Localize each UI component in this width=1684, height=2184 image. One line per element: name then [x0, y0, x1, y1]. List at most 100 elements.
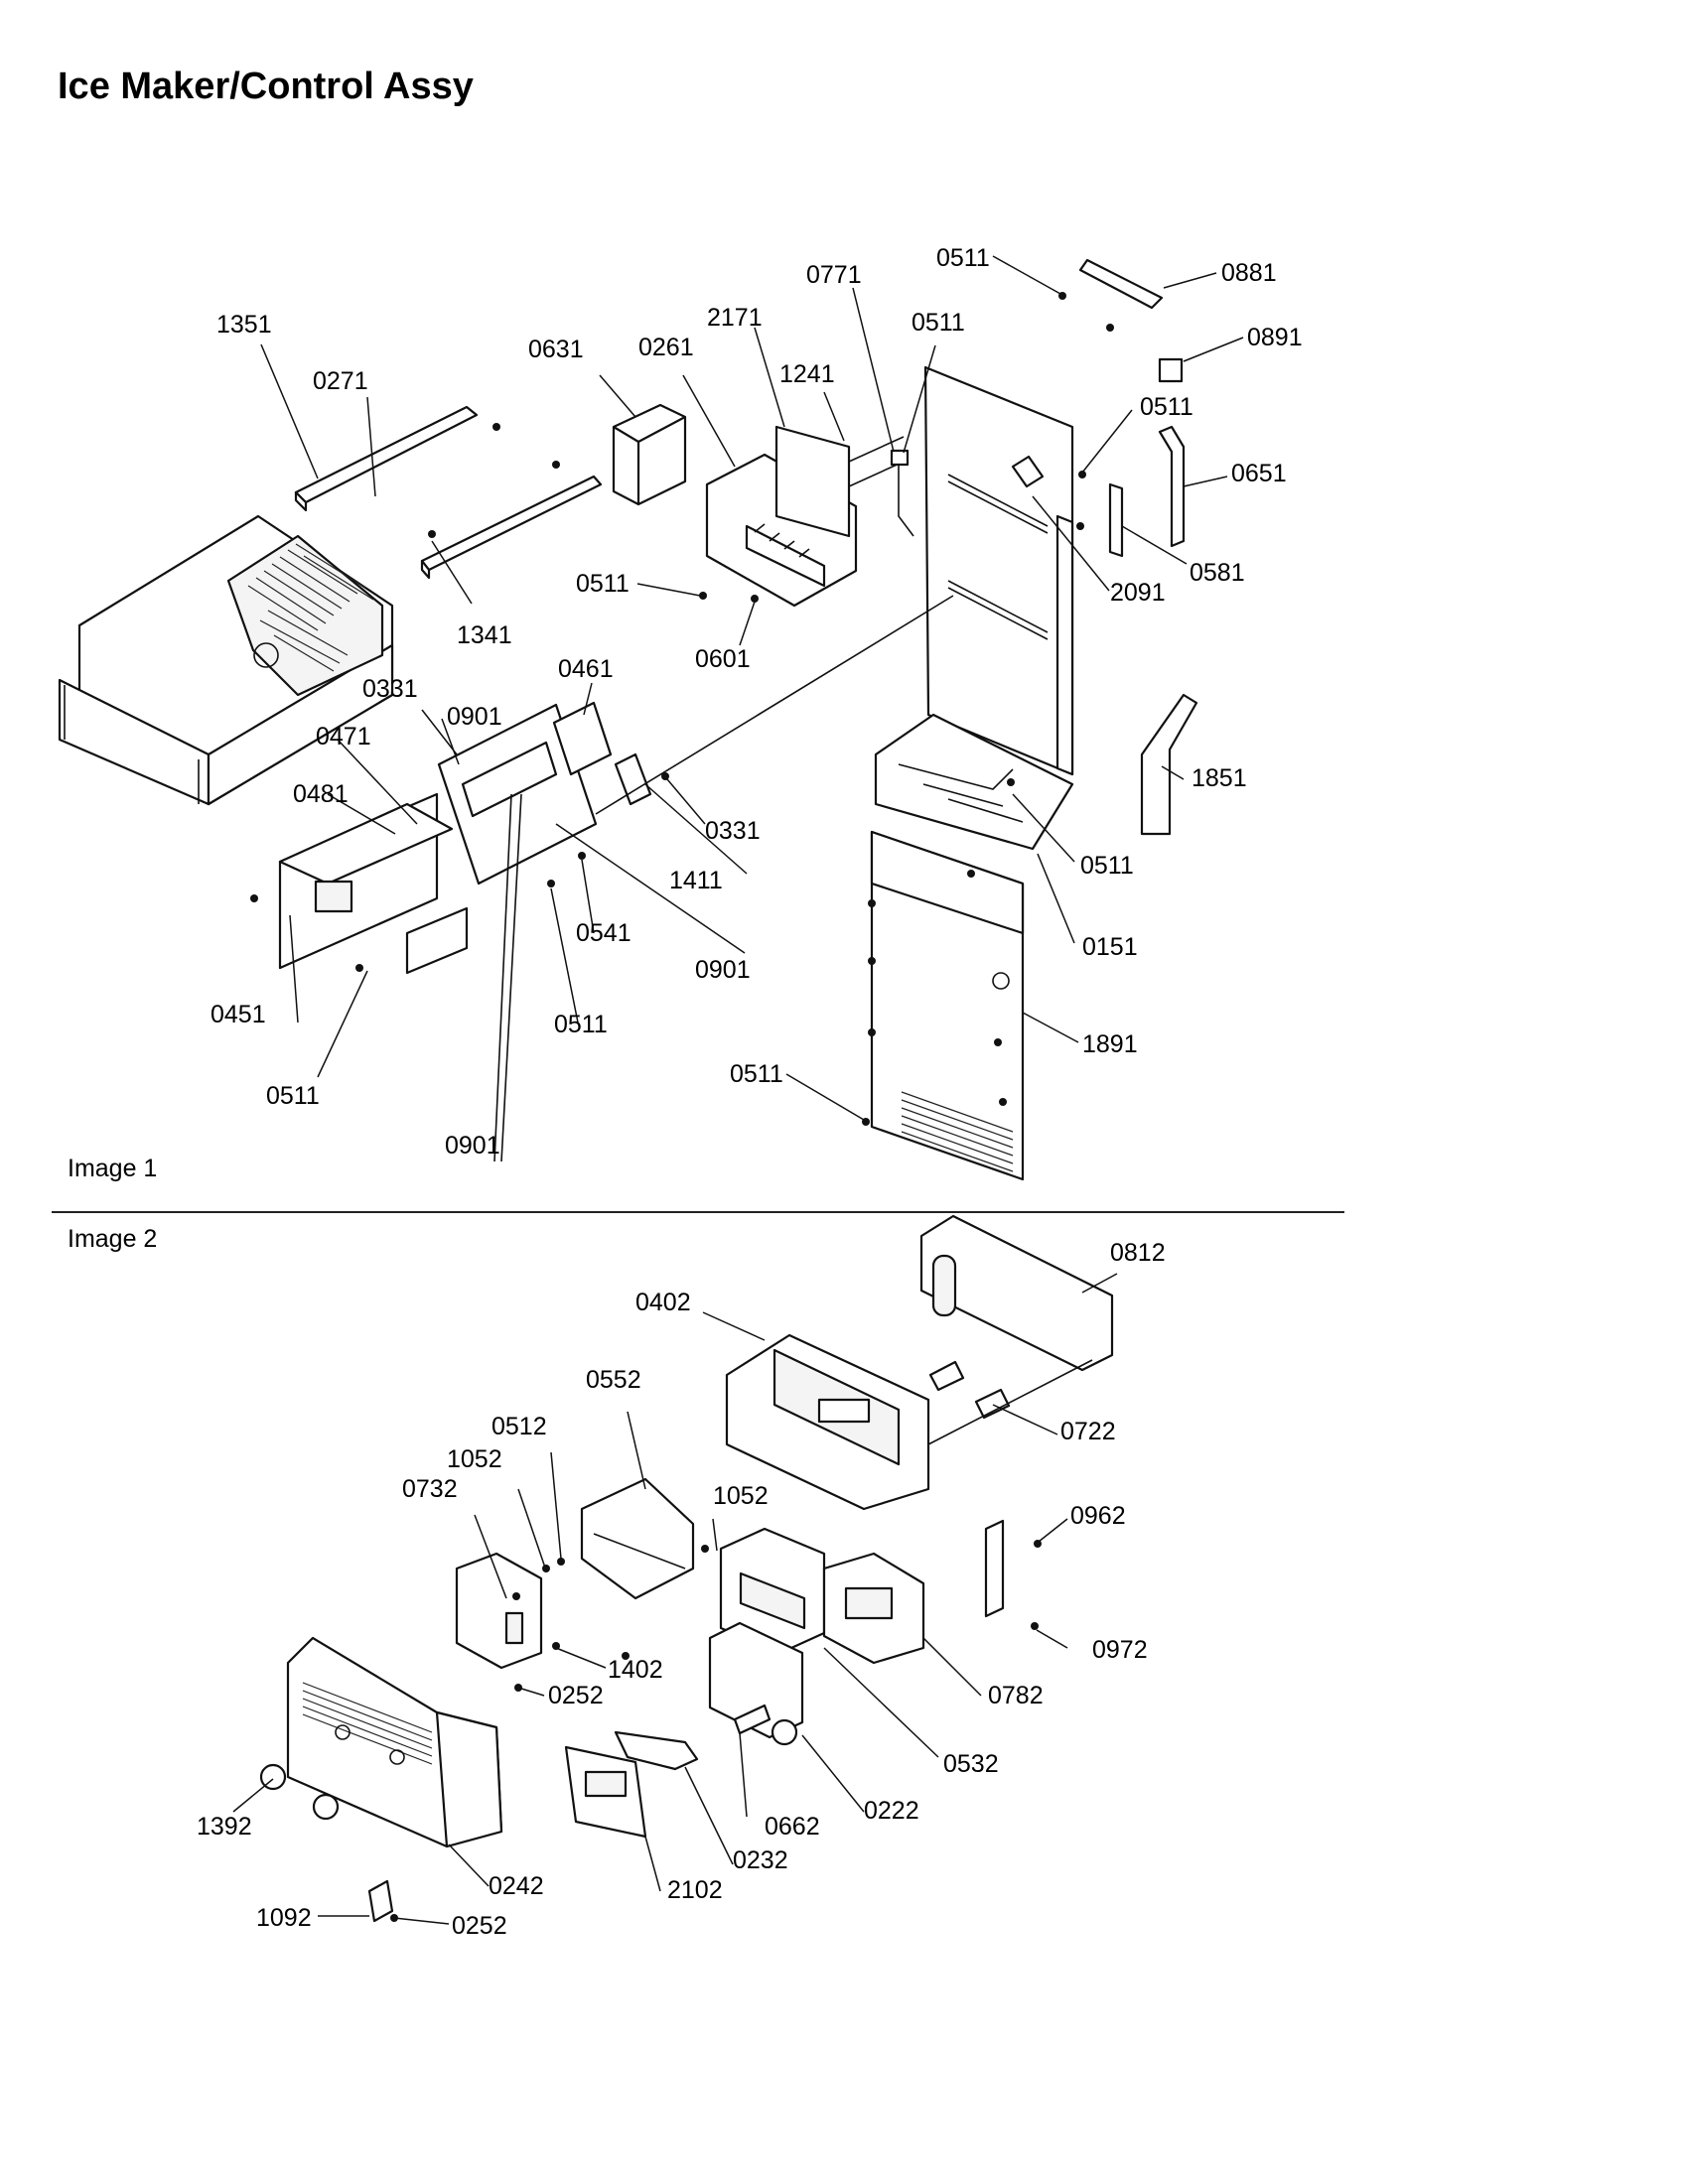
callout-label: 1052	[713, 1482, 769, 1510]
alignment-line	[595, 595, 954, 815]
part-0662	[733, 1704, 772, 1735]
callout-label: 0511	[1080, 852, 1134, 880]
callout-label: 0151	[1082, 933, 1138, 961]
bracket-0732	[455, 1552, 543, 1670]
image1-label: Image 1	[68, 1155, 158, 1182]
callouts-image1: 0511 0881 0771 2171 0511 0891 1351 0631 …	[210, 244, 1303, 1160]
image2-label: Image 2	[68, 1225, 158, 1253]
callout-label: 1851	[1192, 764, 1247, 792]
cover-0532	[719, 1527, 826, 1655]
callout-label: 1092	[256, 1904, 312, 1932]
page-title: Ice Maker/Control Assy	[58, 66, 474, 107]
frame-0782	[822, 1552, 925, 1665]
control-box-0451	[278, 792, 469, 975]
callout-label: 2171	[707, 304, 763, 332]
callout-label: 0271	[313, 367, 368, 395]
icemaker-assembly	[705, 425, 905, 608]
callout-label: 1241	[779, 360, 835, 388]
callout-label: 1052	[447, 1445, 502, 1473]
callout-label: 0331	[705, 817, 761, 845]
callout-label: 0511	[266, 1082, 320, 1110]
callout-label: 1891	[1082, 1030, 1138, 1058]
callout-label: 0552	[586, 1366, 641, 1394]
callout-label: 0782	[988, 1682, 1044, 1709]
callout-label: 0901	[695, 956, 751, 984]
spacers-0722	[927, 1359, 1093, 1445]
callout-label: 0662	[765, 1813, 820, 1841]
part-1411	[614, 752, 652, 806]
harness-0771	[890, 449, 914, 537]
part-0962	[984, 1519, 1005, 1618]
callout-label: 0722	[1060, 1418, 1116, 1445]
bracket-0812	[919, 1214, 1114, 1372]
image1-drawing	[58, 255, 1244, 1181]
callout-label: 0511	[554, 1011, 608, 1038]
bracket-0631	[612, 403, 687, 506]
callout-label: 0532	[943, 1750, 999, 1778]
leaders-image1	[260, 255, 1244, 1121]
panel-0151	[874, 713, 1074, 851]
ice-bucket	[58, 514, 394, 806]
rail-1351	[294, 405, 479, 512]
callout-label: 0511	[912, 309, 965, 337]
callout-label: 0891	[1247, 324, 1303, 351]
part-0651	[1158, 425, 1186, 548]
callout-label: 0481	[293, 780, 349, 808]
callout-label: 0901	[447, 703, 502, 731]
callout-label: 1392	[197, 1813, 252, 1841]
callout-label: 0972	[1092, 1636, 1148, 1664]
callout-label: 0252	[452, 1912, 507, 1940]
callout-label: 0962	[1070, 1502, 1126, 1530]
callout-label: 0512	[491, 1413, 547, 1440]
callout-label: 0511	[936, 244, 990, 272]
callout-label: 1411	[669, 867, 723, 894]
screws-image1	[250, 292, 1114, 1126]
callout-label: 2091	[1110, 579, 1166, 607]
switch-0461	[552, 701, 613, 776]
callout-label: 0402	[635, 1289, 691, 1316]
callout-label: 1341	[457, 621, 512, 649]
bracket-0552	[580, 1477, 695, 1600]
callout-label: 0732	[402, 1475, 458, 1503]
callout-label: 0511	[1140, 393, 1193, 421]
image2-drawing	[232, 1214, 1118, 1925]
section-divider	[52, 1211, 1344, 1213]
clip-1092	[367, 1879, 394, 1923]
callout-label: 0261	[638, 334, 694, 361]
callout-label: 0511	[730, 1060, 783, 1088]
callout-label: 0631	[528, 336, 584, 363]
callout-label: 0541	[576, 919, 632, 947]
control-bracket	[437, 703, 598, 1162]
callout-label: 0232	[733, 1846, 788, 1874]
panel-1891	[870, 830, 1025, 1181]
callout-label: 0812	[1110, 1239, 1166, 1267]
plate-2102	[564, 1745, 647, 1839]
part-0881	[1078, 258, 1164, 310]
callouts-image2: 0812 0402 0722 0552 0512 1052 0732 1052 …	[197, 1239, 1166, 1940]
switch-housing-0222	[708, 1621, 804, 1746]
callout-label: 0511	[576, 570, 630, 598]
part-0232	[614, 1730, 699, 1771]
front-panel-0242	[286, 1636, 503, 1848]
part-1851	[1140, 693, 1198, 836]
part-0891	[1158, 357, 1184, 383]
callout-label: 0242	[489, 1872, 544, 1900]
callout-label: 0222	[864, 1797, 919, 1825]
callout-label: 0601	[695, 645, 751, 673]
callout-label: 1351	[216, 311, 272, 339]
housing-0402	[725, 1333, 930, 1511]
callout-label: 1402	[608, 1656, 663, 1684]
callout-label: 0252	[548, 1682, 604, 1709]
rail-1341	[420, 475, 603, 580]
callout-label: 0451	[210, 1001, 266, 1028]
callout-label: 0881	[1221, 259, 1277, 287]
callout-label: 0471	[316, 723, 371, 751]
callout-label: 2102	[667, 1876, 723, 1904]
callout-label: 0461	[558, 655, 614, 683]
callout-label: 0331	[362, 675, 418, 703]
leaders-image2	[232, 1273, 1118, 1925]
callout-label: 0771	[806, 261, 862, 289]
callout-label: 0651	[1231, 460, 1287, 487]
part-0581	[1108, 482, 1124, 558]
